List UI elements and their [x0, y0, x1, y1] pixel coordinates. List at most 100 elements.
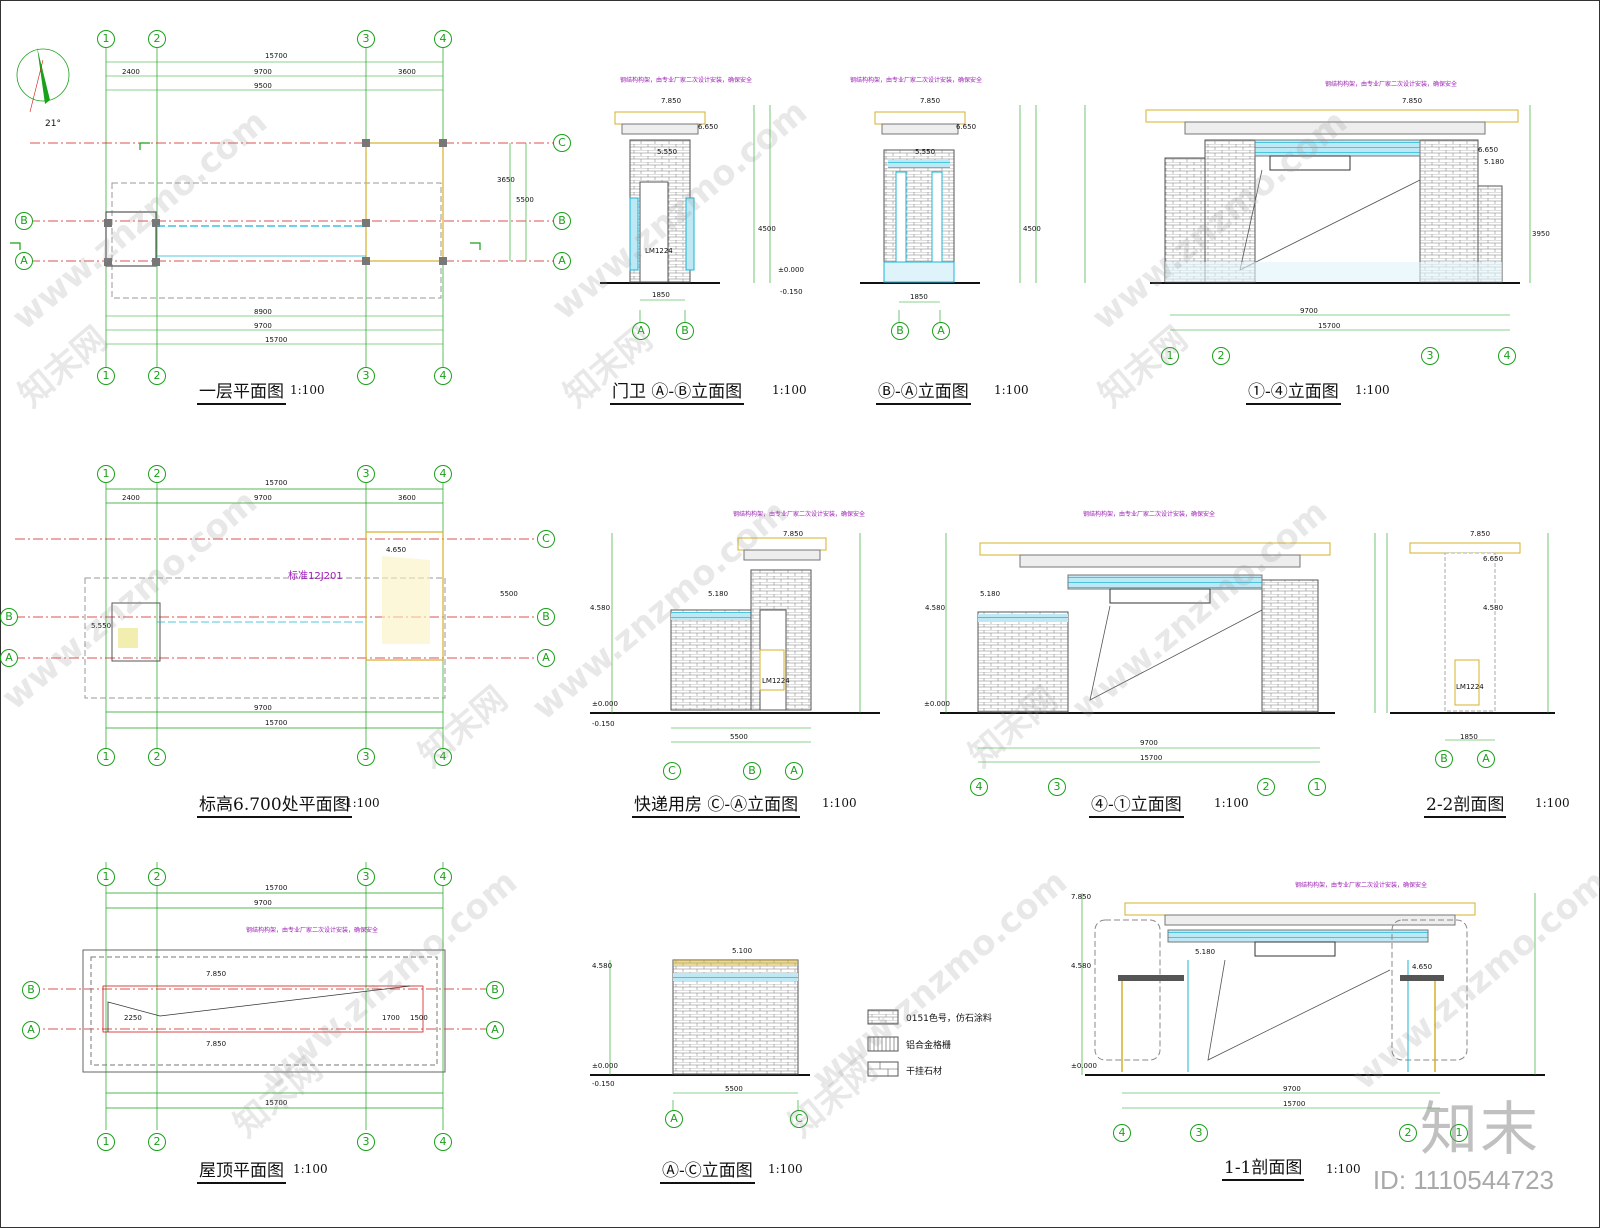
grid-1-bottom-p3: 1	[97, 1133, 115, 1151]
elev-m150-courier: -0.150	[592, 720, 615, 728]
grid-1-e41: 1	[1308, 778, 1326, 796]
grid-a-ac: A	[665, 1110, 683, 1128]
grid-1-top-p3: 1	[97, 868, 115, 886]
grid-3-top-p3: 3	[357, 868, 375, 886]
grid-2-s11: 2	[1399, 1124, 1417, 1142]
title-ac: Ⓐ-Ⓒ立面图	[660, 1156, 755, 1184]
scale-1-4: 1:100	[1355, 383, 1390, 397]
grid-a-right: A	[553, 252, 571, 270]
title-courier-ca: 快递用房 Ⓒ-Ⓐ立面图	[632, 790, 801, 818]
elev-7850-s11: 7.850	[1071, 893, 1092, 901]
note-steel-roof: 钢结构构架，由专业厂家二次设计安装，确保安全	[246, 927, 379, 934]
dim-9700b-p2: 9700	[254, 704, 272, 712]
elev-0-courier: ±0.000	[592, 700, 618, 708]
elev-4580-courier: 4.580	[590, 604, 611, 612]
dim-totalb-p1: 15700	[265, 336, 288, 344]
grid-a-s22: A	[1477, 750, 1495, 768]
title-4-1: ④-①立面图	[1089, 790, 1184, 818]
dim-4500-guard: 4500	[758, 225, 776, 233]
note-steel-guard: 钢结构构架，由专业厂家二次设计安装，确保安全	[620, 77, 753, 84]
dim-total-s11: 15700	[1283, 1100, 1306, 1108]
title-1-1: 1-1剖面图	[1222, 1153, 1305, 1181]
scale-1-1: 1:100	[1326, 1162, 1361, 1176]
grid-3-bottom-p3: 3	[357, 1133, 375, 1151]
grid-c-right-p2: C	[537, 530, 555, 548]
grid-c-ac: C	[790, 1110, 808, 1128]
door-label-s22: LM1224	[1456, 683, 1484, 691]
grid-2-bottom-p2: 2	[148, 748, 166, 766]
dim-9700b-p1: 9700	[254, 322, 272, 330]
dim-9700-p2: 9700	[254, 494, 272, 502]
dim-totalb-p2: 15700	[265, 719, 288, 727]
grid-3-s11: 3	[1190, 1124, 1208, 1142]
dim-total-p1: 15700	[265, 52, 288, 60]
door-label-courier: LM1224	[762, 677, 790, 685]
section-1-1	[1081, 893, 1545, 1109]
dim-5500-ac: 5500	[725, 1085, 743, 1093]
dim-9700-e41: 9700	[1140, 739, 1158, 747]
scale-2-2: 1:100	[1535, 796, 1570, 810]
elev-5180-e41: 5.180	[980, 590, 1001, 598]
dim-1850-ba: 1850	[910, 293, 928, 301]
dim-3950-e14: 3950	[1532, 230, 1550, 238]
title-plan-6700: 标高6.700处平面图	[197, 790, 352, 818]
grid-2-bottom-p3: 2	[148, 1133, 166, 1151]
dim-9700-e14: 9700	[1300, 307, 1318, 315]
elev-5550-ba: 5.550	[915, 148, 936, 156]
elev-m150-guard: -0.150	[780, 288, 803, 296]
dim-9700-p1: 9700	[254, 68, 272, 76]
grid-a-left-p3: A	[22, 1021, 40, 1039]
elevation-courier-ca	[590, 533, 880, 743]
grid-2-top: 2	[148, 30, 166, 48]
dim-1850-guard: 1850	[652, 291, 670, 299]
grid-1-e14: 1	[1161, 347, 1179, 365]
title-plan-ground-floor: 一层平面图	[197, 377, 286, 405]
grid-b-left: B	[15, 212, 33, 230]
scale-courier-ca: 1:100	[822, 796, 857, 810]
elev-5550-p2: 5.550	[91, 622, 112, 630]
dim-totalb-p3: 15700	[265, 1099, 288, 1107]
grid-4-bottom-p2: 4	[434, 748, 452, 766]
grid-3-top: 3	[357, 30, 375, 48]
elev-5180-courier: 5.180	[708, 590, 729, 598]
elev-6650-s22: 6.650	[1483, 555, 1504, 563]
grid-c-courier: C	[663, 762, 681, 780]
grid-b-guard: B	[676, 322, 694, 340]
grid-b-left-p2: B	[0, 608, 18, 626]
grid-b-right-p3: B	[486, 981, 504, 999]
dim-5500-courier: 5500	[730, 733, 748, 741]
dim-4500-ba: 4500	[1023, 225, 1041, 233]
grid-2-bottom: 2	[148, 367, 166, 385]
elev-7850-roof-a: 7.850	[206, 970, 227, 978]
note-steel-ba: 钢结构构架，由专业厂家二次设计安装，确保安全	[850, 77, 983, 84]
grid-1-bottom-p2: 1	[97, 748, 115, 766]
dim-9700-p3: 9700	[254, 899, 272, 907]
title-ba: Ⓑ-Ⓐ立面图	[876, 377, 971, 405]
dim-2400-p2: 2400	[122, 494, 140, 502]
elev-0-guard: ±0.000	[778, 266, 804, 274]
elev-7850-e14: 7.850	[1402, 97, 1423, 105]
grid-1-s11: 1	[1450, 1124, 1468, 1142]
plan-ground-floor	[10, 47, 555, 368]
plan-6700-level	[15, 475, 540, 748]
dim-5500-p1: 5500	[516, 196, 534, 204]
elev-4580-ac: 4.580	[592, 962, 613, 970]
scale-ba: 1:100	[994, 383, 1029, 397]
dim-total-e14: 15700	[1318, 322, 1341, 330]
dim-3600-p2: 3600	[398, 494, 416, 502]
elevation-ac	[590, 959, 899, 1120]
dim-total-p2: 15700	[265, 479, 288, 487]
elev-0-e41: ±0.000	[924, 700, 950, 708]
elev-4580-s11: 4.580	[1071, 962, 1092, 970]
grid-4-e14: 4	[1498, 347, 1516, 365]
dim-9700-s11: 9700	[1283, 1085, 1301, 1093]
grid-b-s22: B	[1435, 750, 1453, 768]
elevation-4-1	[940, 533, 1376, 763]
elev-4580-e41: 4.580	[925, 604, 946, 612]
elev-0-s11: ±0.000	[1071, 1062, 1097, 1070]
grid-1-top: 1	[97, 30, 115, 48]
elev-0-ac: ±0.000	[592, 1062, 618, 1070]
plan-roof	[30, 862, 490, 1130]
grid-2-e41: 2	[1257, 778, 1275, 796]
